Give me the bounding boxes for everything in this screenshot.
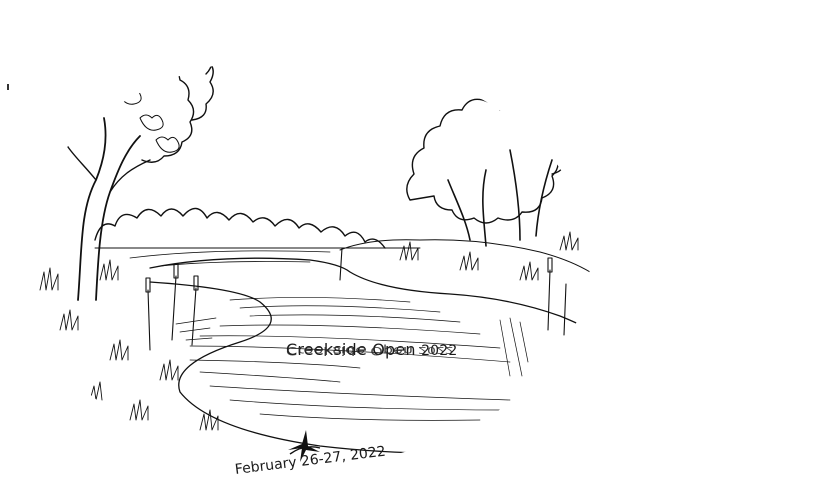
cattails bbox=[145, 247, 567, 351]
event-name: Creekside Open bbox=[286, 340, 416, 359]
event-name-reflection: Creekside Open bbox=[286, 344, 413, 358]
event-title: Creekside Open 2022 bbox=[286, 340, 458, 359]
right-tree-trunks bbox=[447, 149, 553, 247]
grass-tufts bbox=[39, 231, 579, 431]
edge-tick-mark bbox=[7, 84, 9, 90]
creek-far-bank bbox=[149, 257, 590, 343]
treeline bbox=[94, 207, 386, 249]
event-title-reflection: Creekside Open 2022 bbox=[286, 344, 454, 358]
event-year: 2022 bbox=[421, 343, 458, 359]
left-tree-trunk bbox=[77, 117, 141, 301]
disc-golf-star-icon bbox=[288, 430, 321, 462]
event-year-reflection: 2022 bbox=[418, 344, 454, 356]
creek-near-bank bbox=[149, 281, 541, 454]
